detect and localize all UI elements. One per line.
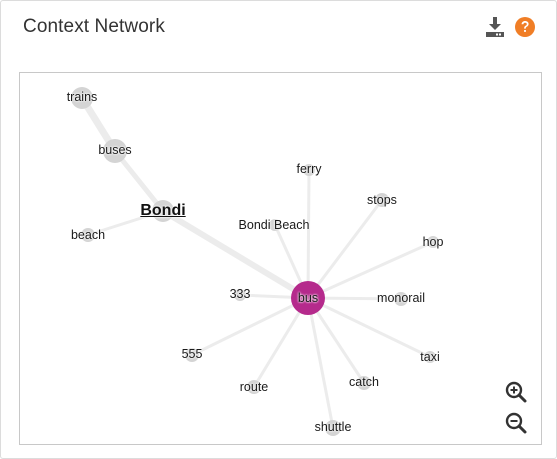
node-bus[interactable] xyxy=(291,281,325,315)
node-monorail[interactable] xyxy=(394,292,408,306)
node-trains[interactable] xyxy=(71,87,93,109)
zoom-in-icon[interactable] xyxy=(504,380,528,404)
node-label-bondi[interactable]: Bondi xyxy=(140,202,186,219)
zoom-out-icon[interactable] xyxy=(504,411,528,435)
edge-bus-taxi xyxy=(306,296,432,359)
edge-bus-shuttle xyxy=(306,296,335,430)
node-333[interactable] xyxy=(234,289,246,301)
node-stops[interactable] xyxy=(375,193,389,207)
edge-bus-route xyxy=(252,296,310,389)
node-label-buses[interactable]: buses xyxy=(98,143,132,157)
node-ferry[interactable] xyxy=(303,164,315,176)
edge-buses-bondi xyxy=(112,148,166,214)
edge-bus-ferry xyxy=(306,168,311,300)
node-buses[interactable] xyxy=(103,139,127,163)
node-label-bus[interactable]: bus xyxy=(297,291,319,305)
node-label-beach[interactable]: beach xyxy=(70,228,106,242)
network-svg xyxy=(71,87,439,436)
node-bondi-beach[interactable] xyxy=(269,219,281,231)
node-route[interactable] xyxy=(247,380,261,394)
node-taxi[interactable] xyxy=(424,351,436,363)
download-icon[interactable] xyxy=(484,16,506,38)
node-label-trains[interactable]: trains xyxy=(66,90,98,104)
edge-bus-555 xyxy=(190,296,310,357)
node-hop[interactable] xyxy=(427,236,439,248)
node-label-bondi-beach[interactable]: Bondi Beach xyxy=(238,218,310,232)
node-bondi[interactable] xyxy=(152,200,174,222)
node-label-ferry[interactable]: ferry xyxy=(296,162,322,176)
help-icon[interactable] xyxy=(514,16,536,38)
node-label-555[interactable]: 555 xyxy=(181,347,203,361)
node-catch[interactable] xyxy=(357,376,371,390)
node-label-stops[interactable]: stops xyxy=(367,193,397,207)
edge-bus-hop xyxy=(306,240,435,300)
edge-bondi-beach xyxy=(86,209,165,237)
node-label-hop[interactable]: hop xyxy=(422,235,444,249)
node-beach[interactable] xyxy=(81,228,95,242)
node-label-route[interactable]: route xyxy=(239,380,269,394)
node-shuttle[interactable] xyxy=(325,420,341,436)
node-label-catch[interactable]: catch xyxy=(349,375,379,389)
edge-bus-stops xyxy=(306,198,384,300)
node-555[interactable] xyxy=(185,348,199,362)
panel-title: Context Network xyxy=(23,16,165,37)
node-label-333[interactable]: 333 xyxy=(229,287,251,301)
node-label-monorail[interactable]: monorail xyxy=(377,291,425,305)
node-label-shuttle[interactable]: shuttle xyxy=(314,420,352,434)
node-label-taxi[interactable]: taxi xyxy=(420,350,440,364)
edge-bondi-bus xyxy=(160,208,311,301)
